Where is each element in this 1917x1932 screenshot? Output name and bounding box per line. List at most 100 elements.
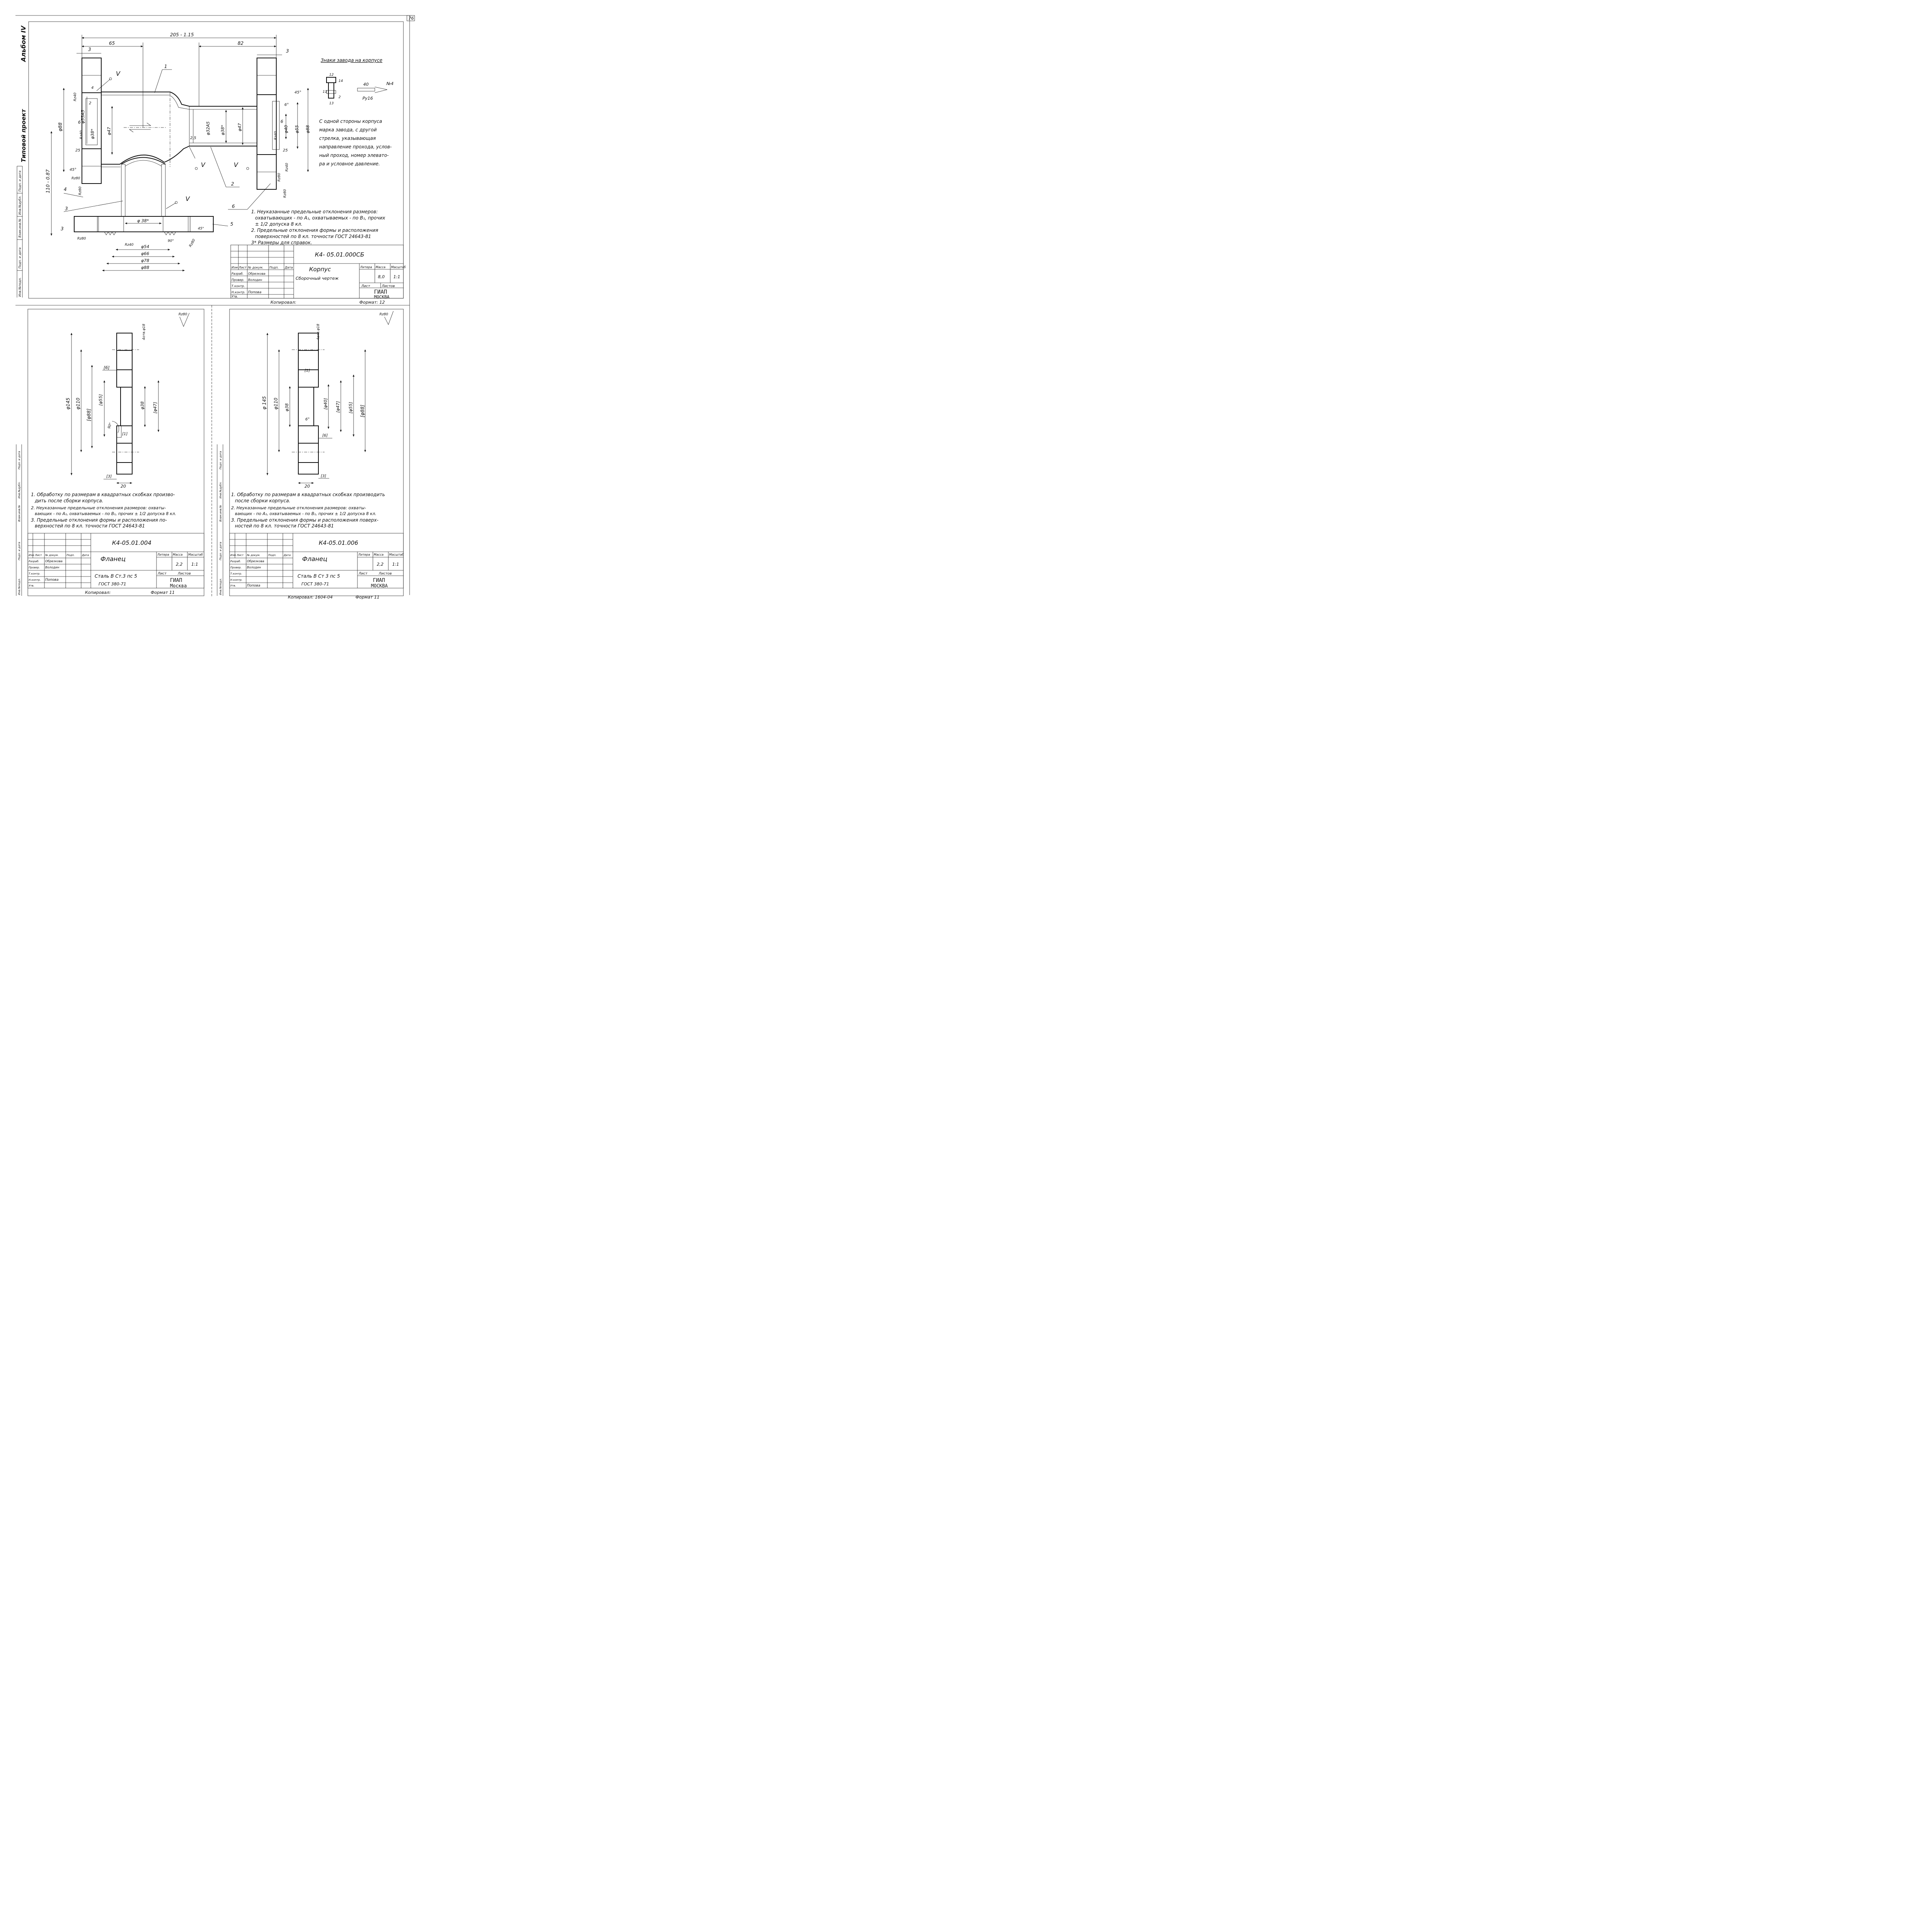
- svg-text:20: 20: [304, 484, 310, 489]
- svg-text:[3]: [3]: [321, 474, 326, 478]
- svg-text:6: 6: [78, 120, 81, 125]
- svg-text:3: 3: [65, 206, 68, 211]
- bottom-left-sheet: Инв.№подл. Подп. и дата Взам.инв.№ Инв.№…: [16, 309, 204, 596]
- svg-text:Сталь В Ст.3 пс 5: Сталь В Ст.3 пс 5: [95, 573, 137, 579]
- side-labels: Альбом IV Типовой проект Инв.№подл. Подп…: [17, 25, 27, 298]
- left-vertical-dims: φ88 φ55A5 φ38* φ47 110 - 0.87 6 25 45° 2…: [45, 86, 113, 236]
- svg-text:Попова: Попова: [248, 291, 261, 294]
- svg-text:Лист: Лист: [358, 572, 368, 576]
- svg-text:Н.контр.: Н.контр.: [231, 291, 245, 294]
- svg-text:Сталь В Ст 3 пс 5: Сталь В Ст 3 пс 5: [298, 573, 340, 579]
- svg-text:65: 65: [109, 41, 115, 46]
- svg-text:2: 2: [231, 181, 234, 187]
- svg-text:Изм Лист: Изм Лист: [29, 554, 42, 557]
- svg-text:4отв.φ18: 4отв.φ18: [316, 324, 320, 340]
- svg-text:φ88: φ88: [305, 125, 310, 133]
- svg-text:14: 14: [338, 79, 343, 83]
- svg-text:6: 6: [232, 204, 235, 209]
- project-label: Типовой проект: [20, 109, 27, 162]
- svg-text:3. Предельные отклонения формы: 3. Предельные отклонения формы и располо…: [231, 517, 378, 523]
- svg-text:φ110: φ110: [75, 398, 81, 410]
- svg-text:Масштаб: Масштаб: [389, 553, 404, 556]
- svg-text:Инв.№подл.: Инв.№подл.: [219, 578, 222, 595]
- svg-text:45°: 45°: [70, 168, 77, 172]
- svg-text:Подп. и дата: Подп. и дата: [18, 542, 21, 560]
- svg-text:Копировал:: Копировал:: [270, 300, 296, 305]
- svg-text:Формат: 12: Формат: 12: [359, 300, 385, 305]
- svg-text:2,2: 2,2: [377, 562, 384, 567]
- svg-text:Дата: Дата: [283, 554, 291, 557]
- marks-title: Знаки завода на корпусе: [321, 58, 383, 63]
- svg-text:5: 5: [230, 221, 233, 227]
- svg-text:Rz80: Rz80: [179, 313, 187, 316]
- svg-text:± 1/2 допуска 8 кл.: ± 1/2 допуска 8 кл.: [255, 221, 303, 227]
- svg-text:V: V: [201, 161, 206, 168]
- svg-text:ГИАП: ГИАП: [373, 578, 385, 583]
- top-title-block: К4- 05.01.000СБ Корпус Сборочный чертеж …: [230, 245, 406, 305]
- svg-text:1: 1: [164, 64, 167, 69]
- svg-text:φ54: φ54: [141, 244, 149, 249]
- svg-text:1. Неуказанные предельные откл: 1. Неуказанные предельные отклонения раз…: [251, 209, 378, 214]
- svg-text:Инв.№дубл.: Инв.№дубл.: [18, 482, 21, 498]
- svg-text:φ47: φ47: [237, 123, 242, 131]
- svg-text:6: 6: [281, 119, 283, 124]
- svg-text:6°: 6°: [305, 417, 310, 422]
- svg-text:φ88: φ88: [58, 122, 63, 131]
- svg-text:Подп.: Подп.: [268, 554, 276, 557]
- svg-text:Дата: Дата: [82, 554, 89, 557]
- left-flange: [82, 58, 102, 184]
- svg-text:Масса: Масса: [376, 265, 386, 269]
- svg-text:Обрезкова: Обрезкова: [248, 272, 265, 276]
- svg-text:[φ88]: [φ88]: [360, 405, 365, 417]
- svg-text:φ38: φ38: [284, 403, 289, 412]
- svg-text:ГИАП: ГИАП: [170, 578, 182, 583]
- svg-text:Масштаб: Масштаб: [391, 265, 406, 269]
- svg-text:2. Предельные отклонения формы: 2. Предельные отклонения формы и располо…: [251, 228, 378, 233]
- svg-text:Rz40: Rz40: [285, 163, 289, 172]
- svg-text:Лист: Лист: [361, 284, 371, 288]
- svg-text:φ 38*: φ 38*: [137, 218, 149, 223]
- svg-text:Разраб.: Разраб.: [230, 560, 241, 563]
- svg-text:Подп. и дата: Подп. и дата: [219, 451, 222, 469]
- svg-text:ГОСТ 380-71: ГОСТ 380-71: [301, 582, 329, 587]
- svg-text:φ55A5: φ55A5: [80, 110, 85, 124]
- svg-text:φ47: φ47: [107, 127, 112, 135]
- svg-text:Подп.: Подп.: [269, 266, 279, 269]
- svg-text:φ38: φ38: [140, 401, 145, 410]
- svg-text:ра и условное давление.: ра и условное давление.: [319, 161, 380, 167]
- svg-text:Попова: Попова: [247, 584, 260, 588]
- svg-text:82: 82: [238, 41, 243, 46]
- svg-text:Rz80: Rz80: [71, 177, 80, 180]
- svg-text:[3]: [3]: [106, 474, 112, 479]
- svg-text:Формат 11: Формат 11: [356, 595, 379, 600]
- part-leaders: 1 2 3 4 5 6: [63, 64, 271, 227]
- svg-text:1:1: 1:1: [392, 562, 399, 567]
- svg-text:Листов: Листов: [378, 572, 392, 576]
- svg-text:Py16: Py16: [362, 96, 373, 101]
- bottom-right-sheet: Инв.№подл. Подп. и дата Взам.инв.№ Инв.№…: [217, 309, 404, 600]
- svg-text:2. Неуказанные предельные откл: 2. Неуказанные предельные отклонения раз…: [231, 505, 366, 510]
- svg-text:45°: 45°: [294, 90, 301, 95]
- svg-text:Подп.: Подп.: [66, 554, 75, 557]
- body-tube: [101, 92, 257, 167]
- svg-text:Литера: Литера: [157, 553, 169, 556]
- svg-text:марка завода, с другой: марка завода, с другой: [319, 127, 377, 133]
- svg-text:3* Размеры для справок.: 3* Размеры для справок.: [251, 240, 312, 245]
- svg-text:Фланец: Фланец: [100, 555, 126, 563]
- svg-text:Изм Лист: Изм Лист: [230, 554, 244, 557]
- svg-text:4: 4: [91, 86, 94, 90]
- svg-text:после сборки корпуса.: после сборки корпуса.: [235, 498, 290, 503]
- bottom-right-drawing-code: К4-05.01.006: [319, 539, 358, 546]
- svg-text:Корпус: Корпус: [309, 266, 331, 273]
- svg-text:4: 4: [64, 187, 67, 192]
- svg-text:Инв.№дубл.: Инв.№дубл.: [18, 196, 22, 215]
- svg-text:Володин: Володин: [45, 566, 59, 569]
- svg-text:Утв.: Утв.: [231, 295, 238, 298]
- top-drawing-code: К4- 05.01.000СБ: [315, 251, 364, 258]
- svg-text:8,0: 8,0: [378, 274, 385, 279]
- svg-text:[6]: [6]: [322, 434, 328, 438]
- svg-text:φ55: φ55: [294, 125, 299, 133]
- svg-text:Разраб.: Разраб.: [231, 272, 243, 276]
- svg-text:Разраб.: Разраб.: [29, 560, 39, 563]
- svg-text:V: V: [185, 195, 190, 202]
